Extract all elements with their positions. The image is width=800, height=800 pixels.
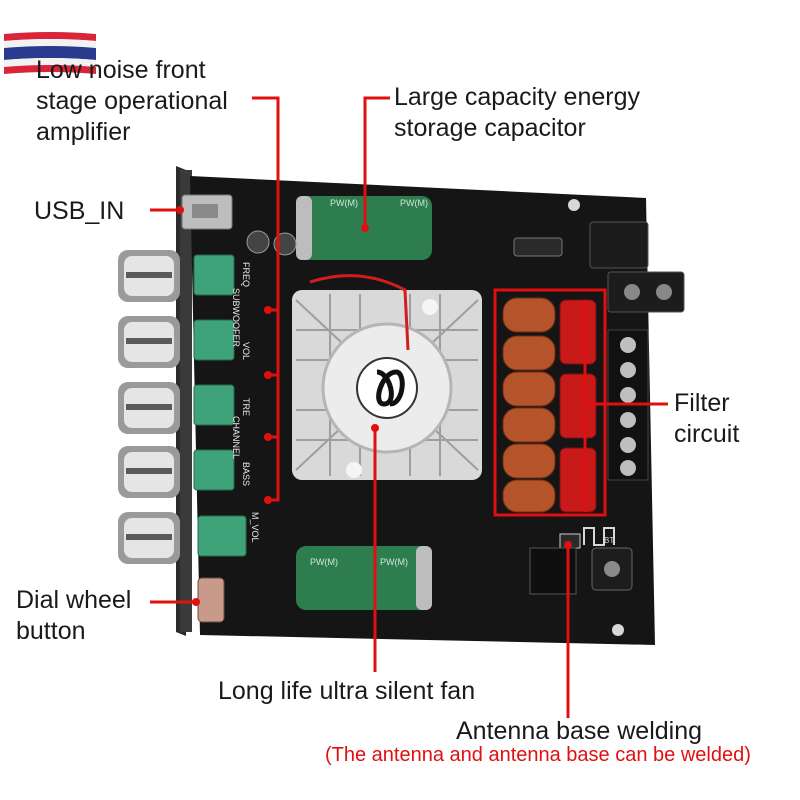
antenna-note: (The antenna and antenna base can be wel…: [325, 744, 751, 766]
svg-text:VOL: VOL: [241, 342, 251, 360]
antenna-label: Antenna base welding: [456, 717, 703, 745]
svg-text:TRE: TRE: [241, 398, 251, 416]
leader-lines: [150, 96, 668, 718]
bottom-capacitor: PW(M) PW(M): [296, 546, 432, 610]
usb-label: USB_IN: [34, 197, 125, 225]
svg-text:SUBWOOFER: SUBWOOFER: [231, 288, 241, 348]
knobs: [118, 250, 180, 564]
flag-icon: [4, 32, 96, 74]
svg-text:PW(M): PW(M): [400, 198, 428, 208]
potentiometers: [193, 254, 247, 557]
svg-text:M_VOL: M_VOL: [250, 512, 260, 543]
svg-text:PW(M): PW(M): [310, 557, 338, 567]
dial-label: Dial wheel button: [16, 586, 132, 645]
dial-wheel-button: [197, 577, 225, 623]
svg-text:FREQ: FREQ: [241, 262, 251, 287]
svg-text:CHANNEL: CHANNEL: [231, 416, 241, 459]
filter-label: Filter circuit: [674, 389, 740, 448]
svg-text:PW(M): PW(M): [330, 198, 358, 208]
filter-inductors: [502, 297, 556, 513]
fan-label: Long life ultra silent fan: [218, 677, 476, 705]
film-capacitors: [559, 299, 597, 513]
svg-text:PW(M): PW(M): [380, 557, 408, 567]
heatsink: [292, 290, 482, 480]
svg-text:BT: BT: [604, 536, 614, 545]
svg-text:BASS: BASS: [241, 462, 251, 486]
opamp-label: Low noise front stage operational amplif…: [36, 56, 228, 146]
capacitor-label: Large capacity energy storage capacitor: [394, 83, 640, 142]
